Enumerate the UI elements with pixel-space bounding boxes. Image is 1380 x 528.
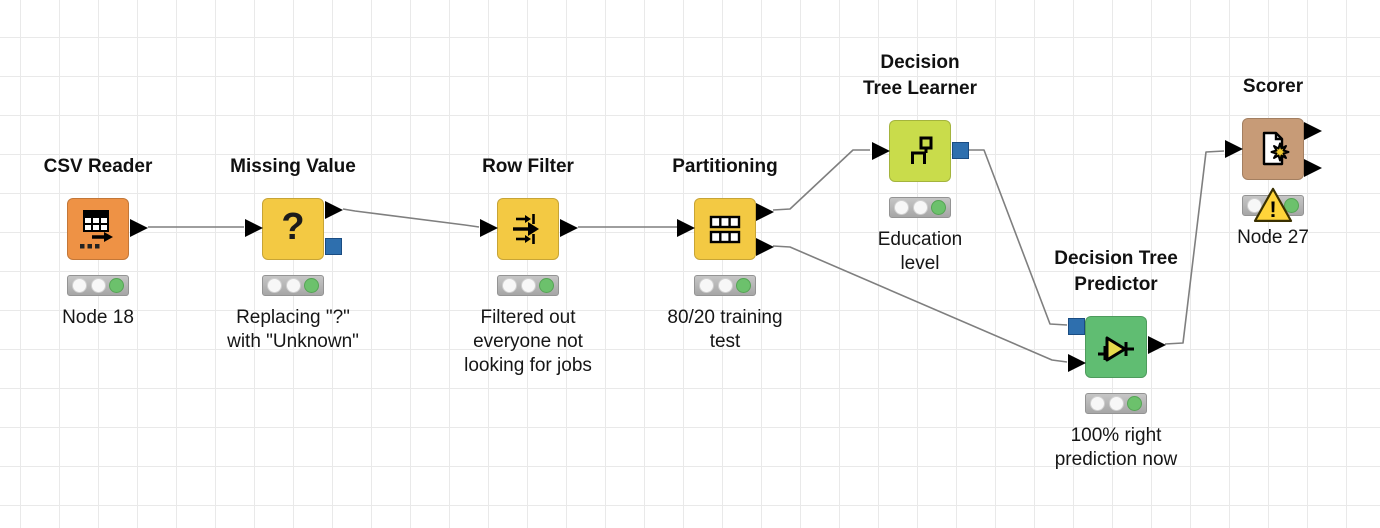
node-annotation: Node 18	[62, 307, 134, 328]
node-annotation: 80/20 training test	[667, 307, 783, 352]
node-annotation: Replacing "?" with "Unknown"	[227, 307, 359, 352]
status-light-green	[931, 200, 947, 215]
status-light-red	[71, 278, 87, 293]
wire-partitioning-predictor	[772, 245, 1068, 363]
row-filter-arrows-icon	[513, 214, 539, 244]
status-light-yellow	[520, 278, 536, 293]
input-port[interactable]	[245, 219, 263, 237]
status-light-red	[893, 200, 909, 215]
csv-reader-node-body[interactable]	[67, 198, 148, 260]
node-annotation: Education level	[877, 229, 963, 274]
status-light-yellow	[912, 200, 928, 215]
node-title: Scorer	[1242, 76, 1304, 97]
status-traffic-light: !	[1242, 187, 1304, 222]
status-light-yellow	[90, 278, 106, 293]
output-port-top[interactable]	[756, 203, 774, 221]
node-title: CSV Reader	[43, 156, 153, 177]
decision-tree-learner-node-body[interactable]	[872, 120, 969, 182]
output-port[interactable]	[130, 219, 148, 237]
output-port-bottom[interactable]	[756, 238, 774, 256]
output-port[interactable]	[325, 201, 343, 219]
status-light-green	[109, 278, 125, 293]
wire-learner-predictor-model	[969, 149, 1068, 326]
output-port-top[interactable]	[1304, 122, 1322, 140]
partitioning-node-body[interactable]	[677, 198, 774, 260]
node-csv-reader: CSV Reader Node 18	[44, 156, 153, 328]
node-missing-value: Missing Value ? Replacing "?" with "Unkn…	[227, 156, 359, 352]
node-annotation: Node 27	[1237, 227, 1309, 248]
node-title: Decision Tree Learner	[862, 52, 978, 99]
node-annotation: Filtered out everyone not looking for jo…	[464, 307, 592, 376]
model-input-port[interactable]	[1068, 318, 1085, 335]
question-mark-icon: ?	[281, 206, 305, 248]
node-decision-tree-learner: Decision Tree Learner Education level	[863, 52, 977, 274]
model-output-port[interactable]	[325, 238, 342, 255]
model-output-port[interactable]	[952, 142, 969, 159]
wire-partitioning-learner	[772, 149, 870, 211]
warning-exclamation: !	[1269, 196, 1276, 221]
status-light-red	[698, 278, 714, 293]
status-traffic-light	[694, 275, 756, 296]
status-light-yellow	[717, 278, 733, 293]
status-light-red	[501, 278, 517, 293]
input-port[interactable]	[1225, 140, 1243, 158]
decision-tree-icon	[911, 136, 933, 164]
output-port[interactable]	[1148, 336, 1166, 354]
decision-tree-predictor-node-body[interactable]	[1068, 316, 1166, 378]
node-row-filter: Row Filter Filtered out everyone not loo…	[464, 156, 592, 376]
predictor-amplifier-icon	[1098, 336, 1134, 362]
status-traffic-light	[1085, 393, 1147, 414]
input-port[interactable]	[872, 142, 890, 160]
wire-missingvalue-rowfilter	[342, 208, 480, 228]
status-light-green	[304, 278, 320, 293]
node-title: Row Filter	[482, 156, 574, 177]
node-decision-tree-predictor: Decision Tree Predictor 100% right predi…	[1054, 248, 1178, 470]
status-light-red	[266, 278, 282, 293]
warning-triangle-icon: !	[1253, 187, 1293, 222]
status-traffic-light	[497, 275, 559, 296]
partition-tables-icon	[709, 215, 741, 244]
status-light-yellow	[285, 278, 301, 293]
status-traffic-light	[889, 197, 951, 218]
node-title: Partitioning	[672, 156, 778, 177]
status-light-red	[1089, 396, 1105, 411]
node-scorer: Scorer ! Node 27	[1225, 76, 1322, 248]
output-port[interactable]	[560, 219, 578, 237]
input-port[interactable]	[677, 219, 695, 237]
scorer-node-body[interactable]	[1225, 118, 1322, 180]
output-port-bottom[interactable]	[1304, 159, 1322, 177]
status-light-green	[1284, 198, 1300, 213]
row-filter-node-body[interactable]	[480, 198, 578, 260]
missing-value-node-body[interactable]: ?	[245, 198, 343, 260]
document-star-icon	[1262, 131, 1290, 166]
status-light-green	[539, 278, 555, 293]
status-light-red	[1246, 198, 1262, 213]
wire-predictor-scorer	[1164, 150, 1225, 345]
input-port[interactable]	[1068, 354, 1086, 372]
status-traffic-light	[262, 275, 324, 296]
status-light-green	[1127, 396, 1143, 411]
input-port[interactable]	[480, 219, 498, 237]
status-light-yellow	[1108, 396, 1124, 411]
status-traffic-light	[67, 275, 129, 296]
node-partitioning: Partitioning 80/20 training test	[667, 156, 782, 352]
node-title: Missing Value	[230, 156, 356, 177]
node-title: Decision Tree Predictor	[1054, 248, 1178, 295]
node-annotation: 100% right prediction now	[1054, 425, 1178, 470]
status-light-green	[736, 278, 752, 293]
table-export-icon	[80, 210, 113, 249]
